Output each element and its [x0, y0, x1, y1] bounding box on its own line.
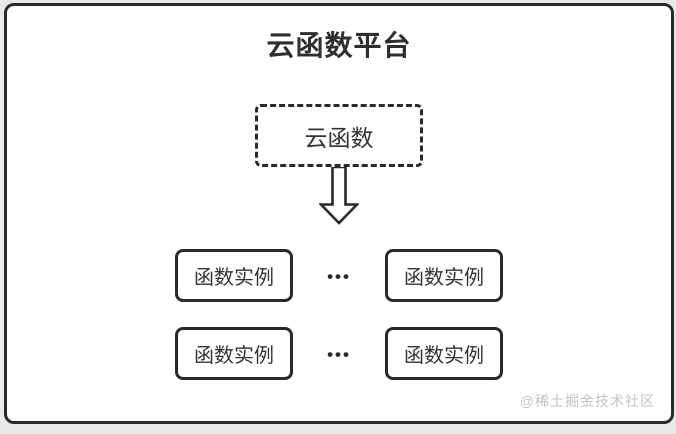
instance-row: 函数实例 ••• 函数实例 [175, 249, 503, 303]
watermark: @稀土掘金技术社区 [519, 393, 655, 409]
ellipsis-dots: ••• [327, 267, 351, 287]
function-instance-box: 函数实例 [175, 327, 293, 381]
function-instance-label: 函数实例 [194, 267, 274, 290]
instance-row: 函数实例 ••• 函数实例 [175, 327, 503, 381]
diagram-frame: 云函数平台 云函数 函数实例 ••• 函数实例 函数实例 ••• 函数实例 @稀… [4, 3, 674, 424]
function-instance-box: 函数实例 [175, 249, 293, 303]
page-title: 云函数平台 [266, 30, 412, 61]
cloud-function-label: 云函数 [304, 124, 374, 151]
down-block-arrow-icon [319, 167, 359, 226]
function-instance-label: 函数实例 [404, 345, 484, 368]
function-instance-box: 函数实例 [385, 327, 503, 381]
ellipsis-dots: ••• [327, 345, 351, 365]
function-instance-label: 函数实例 [404, 267, 484, 290]
function-instance-label: 函数实例 [194, 345, 274, 368]
function-instance-box: 函数实例 [385, 249, 503, 303]
cloud-function-node: 云函数 [255, 104, 423, 168]
